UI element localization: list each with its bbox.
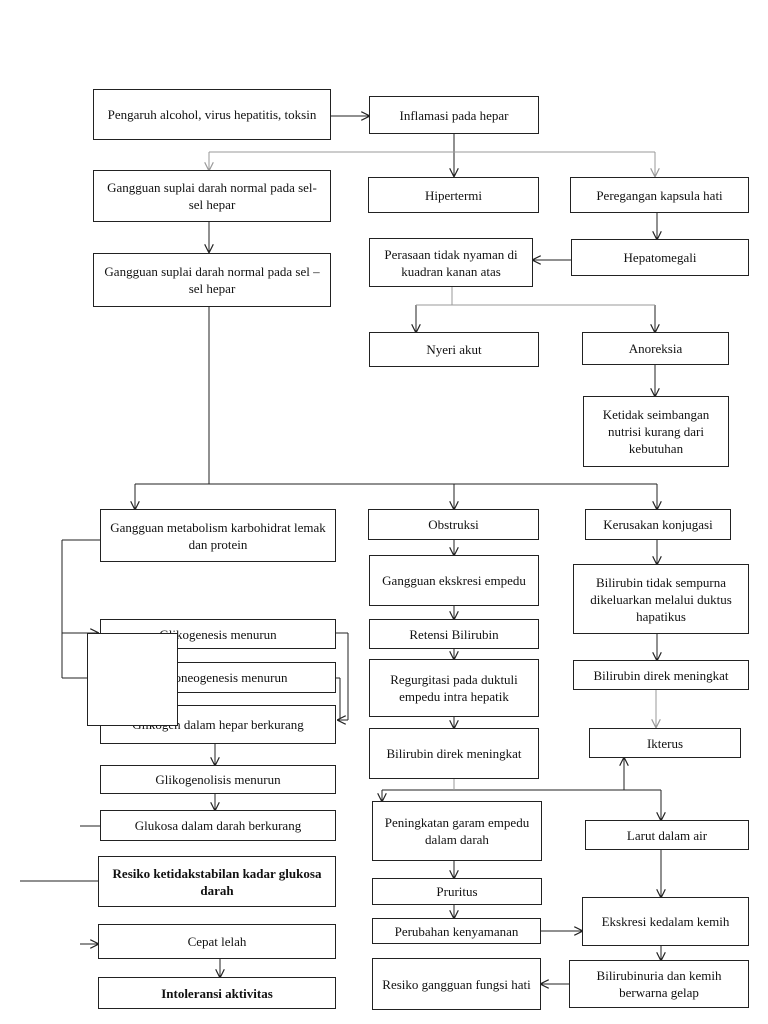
node-glukosa: Glukosa dalam darah berkurang	[100, 810, 336, 841]
node-resiko-glukosa: Resiko ketidakstabilan kadar glukosa dar…	[98, 856, 336, 907]
node-label: Kerusakan konjugasi	[603, 517, 713, 532]
node-label: Peregangan kapsula hati	[596, 187, 723, 203]
node-label: Anoreksia	[628, 341, 683, 356]
node-resiko-hati: Resiko gangguan fungsi hati	[372, 958, 541, 1010]
node-kerusakan-konjugasi: Kerusakan konjugasi	[585, 509, 731, 540]
node-label: Glikogenolisis menurun	[155, 772, 281, 787]
node-peningkatan-garam: Peningkatan garam empedu dalam darah	[372, 801, 542, 861]
node-label: Intoleransi aktivitas	[161, 985, 273, 1001]
node-label: Pengaruh alcohol, virus hepatitis, toksi…	[107, 107, 317, 122]
node-inflamasi: Inflamasi pada hepar	[369, 96, 539, 134]
node-bilirubin-direk-1: Bilirubin direk meningkat	[369, 728, 539, 779]
node-label: Resiko ketidakstabilan kadar glukosa dar…	[112, 865, 322, 898]
node-perubahan-kenyamanan: Perubahan kenyamanan	[372, 918, 541, 944]
node-intoleransi: Intoleransi aktivitas	[98, 977, 336, 1009]
node-label: Glukoneogenesis menurun	[148, 670, 288, 685]
node-pruritus: Pruritus	[372, 878, 542, 905]
node-bilirubin-tidak-sempurna: Bilirubin tidak sempurna dikeluarkan mel…	[573, 564, 749, 634]
node-label: Inflamasi pada hepar	[399, 107, 509, 123]
node-label: Obstruksi	[428, 517, 479, 532]
node-label: Nyeri akut	[426, 342, 482, 357]
node-label: Peningkatan garam empedu dalam darah	[384, 815, 530, 847]
node-label: Resiko gangguan fungsi hati	[382, 976, 531, 992]
node-peregangan: Peregangan kapsula hati	[570, 177, 749, 213]
node-label: Gangguan metabolism karbohidrat lemak da…	[110, 519, 326, 552]
node-ekskresi-kemih: Ekskresi kedalam kemih	[582, 897, 749, 946]
node-label: Cepat lelah	[187, 934, 247, 949]
node-label: Glikogenesis menurun	[159, 626, 277, 642]
node-label: Retensi Bilirubin	[409, 626, 499, 642]
node-perasaan: Perasaan tidak nyaman di kuadran kanan a…	[369, 238, 533, 287]
node-label: Bilirubinuria dan kemih berwarna gelap	[596, 968, 722, 1000]
node-label: Ekskresi kedalam kemih	[601, 914, 730, 929]
node-label: Ikterus	[646, 735, 684, 751]
node-label: Hipertermi	[424, 187, 483, 203]
overlay-box	[87, 633, 178, 726]
node-obstruksi: Obstruksi	[368, 509, 539, 540]
node-label: Bilirubin direk meningkat	[386, 746, 522, 761]
node-label: Perubahan kenyamanan	[394, 923, 519, 939]
node-hipertermi: Hipertermi	[368, 177, 539, 213]
node-gangguan-metabolisme: Gangguan metabolism karbohidrat lemak da…	[100, 509, 336, 562]
node-bilirubin-direk-2: Bilirubin direk meningkat	[573, 660, 749, 690]
node-glikogenolisis: Glikogenolisis menurun	[100, 765, 336, 794]
node-label: Bilirubin tidak sempurna dikeluarkan mel…	[590, 574, 732, 624]
node-label: Ketidak seimbangan nutrisi kurang dari k…	[602, 407, 710, 456]
node-label: Regurgitasi pada duktuli empedu intra he…	[390, 672, 518, 704]
node-label: Gangguan suplai darah normal pada sel – …	[104, 264, 320, 296]
node-gangguan-suplai-2: Gangguan suplai darah normal pada sel – …	[93, 253, 331, 307]
node-hepatomegali: Hepatomegali	[571, 239, 749, 276]
node-regurgitasi: Regurgitasi pada duktuli empedu intra he…	[369, 659, 539, 717]
node-label: Gangguan suplai darah normal pada sel- s…	[107, 180, 317, 212]
node-bilirubinuria: Bilirubinuria dan kemih berwarna gelap	[569, 960, 749, 1008]
node-nyeri: Nyeri akut	[369, 332, 539, 367]
node-retensi-bilirubin: Retensi Bilirubin	[369, 619, 539, 649]
node-pengaruh: Pengaruh alcohol, virus hepatitis, toksi…	[93, 89, 331, 140]
node-label: Perasaan tidak nyaman di kuadran kanan a…	[384, 246, 518, 279]
node-label: Bilirubin direk meningkat	[593, 667, 729, 683]
node-gangguan-ekskresi: Gangguan ekskresi empedu	[369, 555, 539, 606]
node-ikterus: Ikterus	[589, 728, 741, 758]
node-label: Glukosa dalam darah berkurang	[134, 818, 302, 833]
node-cepat-lelah: Cepat lelah	[98, 924, 336, 959]
node-label: Larut dalam air	[626, 827, 708, 843]
node-anoreksia: Anoreksia	[582, 332, 729, 365]
node-larut: Larut dalam air	[585, 820, 749, 850]
node-label: Hepatomegali	[623, 250, 697, 265]
node-ketidak-seimbangan: Ketidak seimbangan nutrisi kurang dari k…	[583, 396, 729, 467]
node-label: Pruritus	[436, 884, 478, 899]
node-label: Gangguan ekskresi empedu	[382, 573, 526, 588]
node-gangguan-suplai-1: Gangguan suplai darah normal pada sel- s…	[93, 170, 331, 222]
